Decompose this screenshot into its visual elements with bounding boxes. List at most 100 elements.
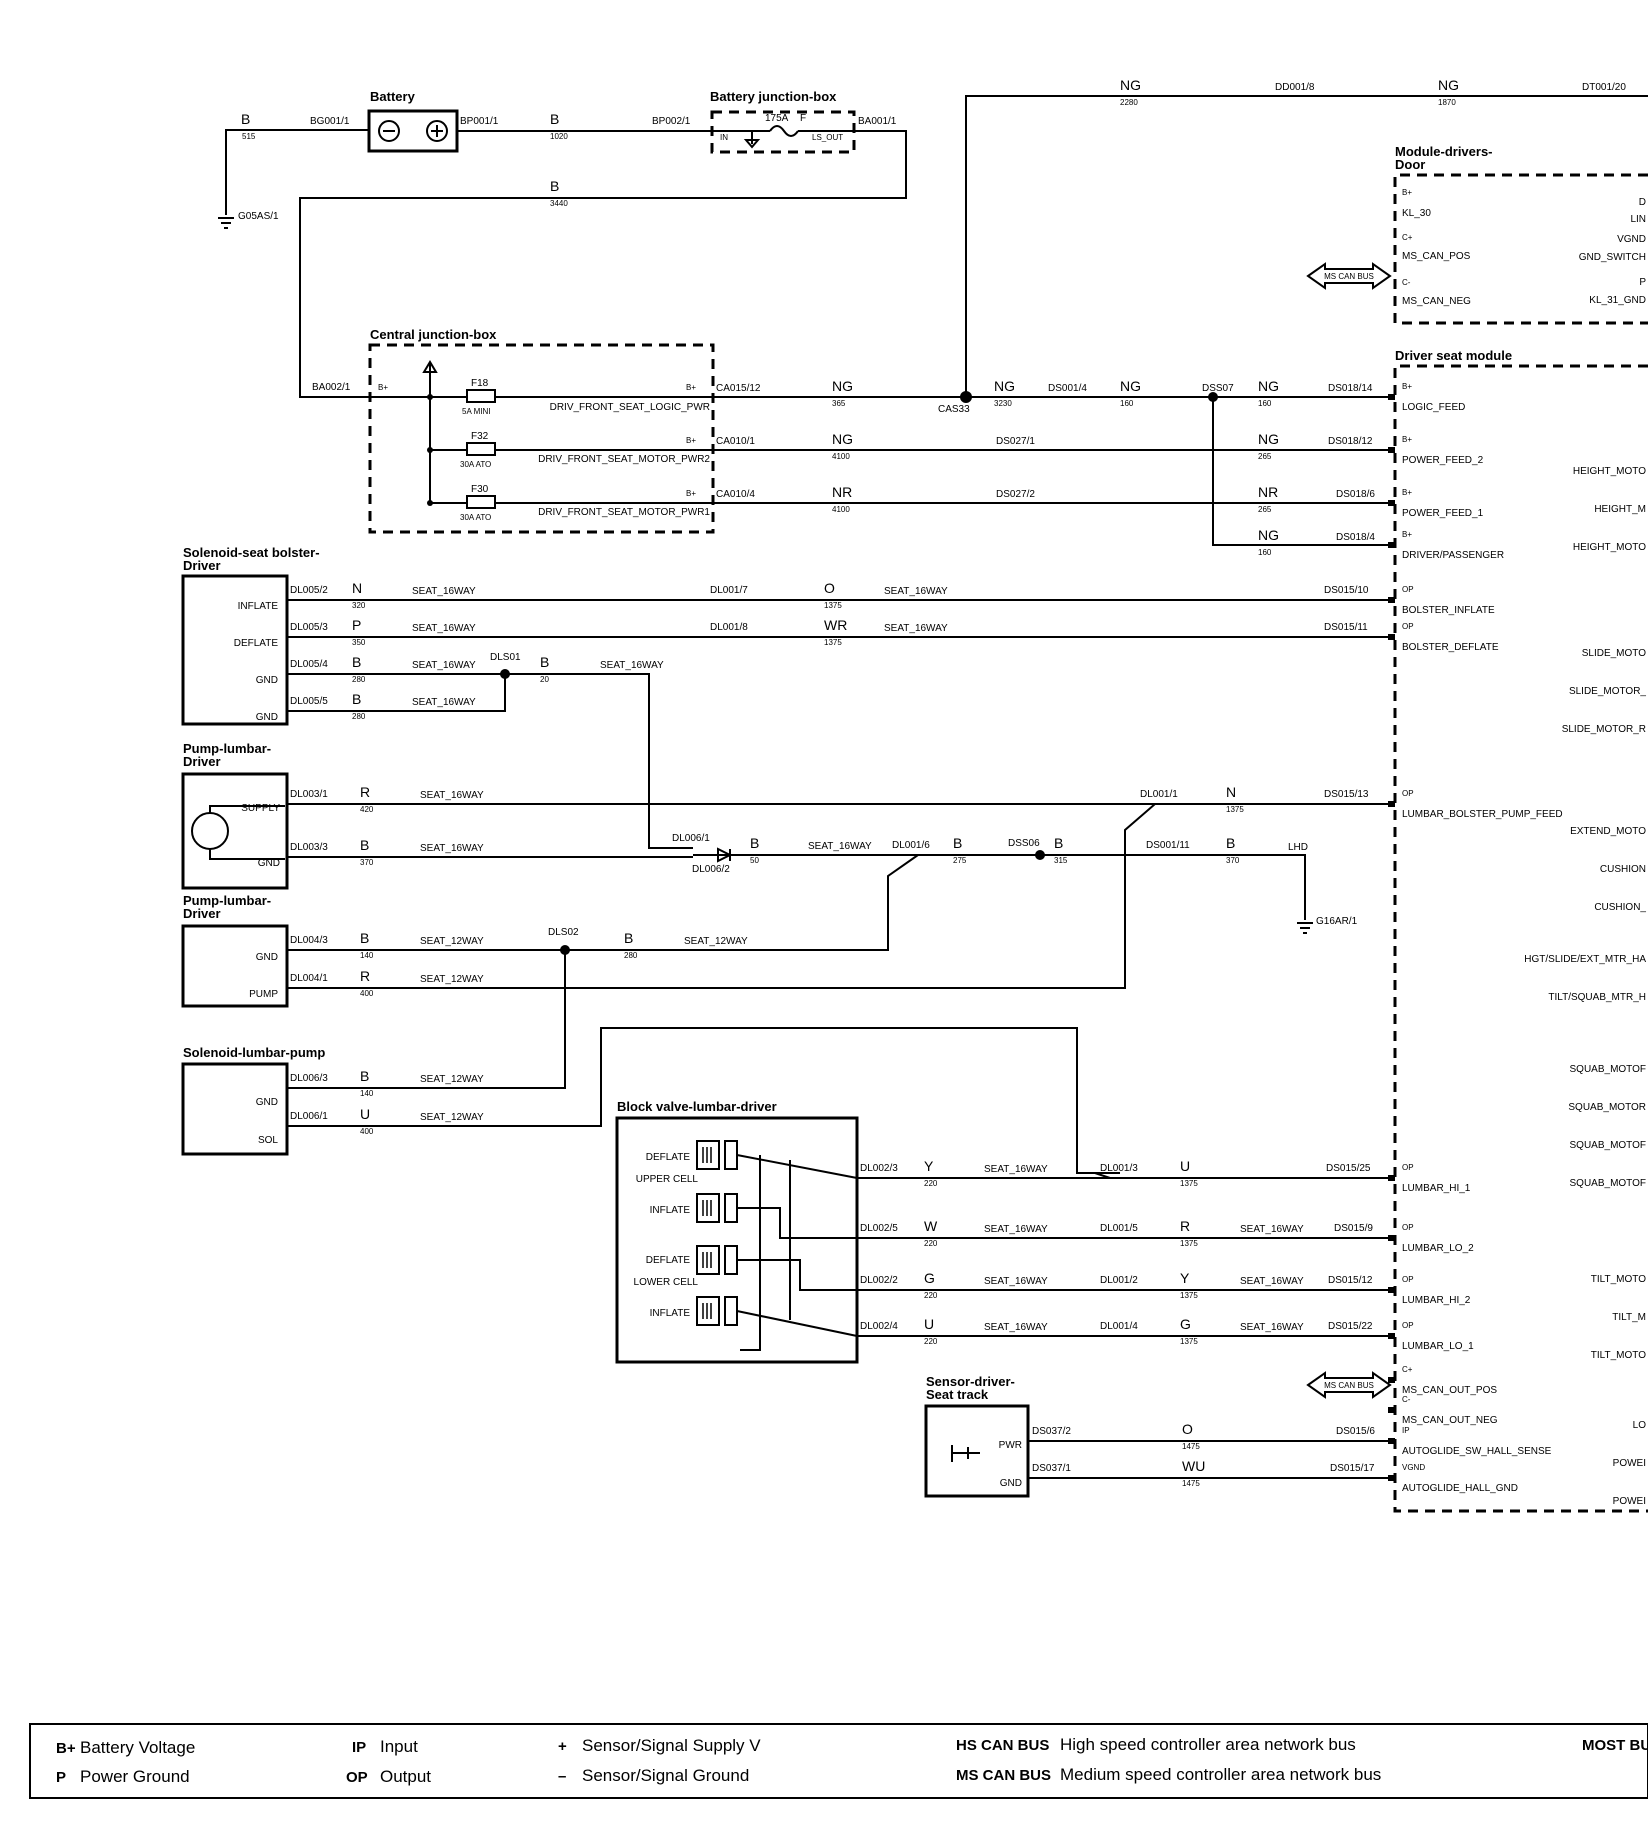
- fuse-id: F18: [471, 378, 489, 389]
- battery-box[interactable]: [367, 109, 459, 153]
- seat-right-pin-label: HGT/SLIDE/EXT_MTR_HA: [1524, 954, 1646, 965]
- connector-label: DL003/1: [290, 789, 328, 800]
- connector-label: DS015/10: [1324, 585, 1369, 596]
- component-title: Pump-lumbar-: [183, 893, 271, 908]
- seat-pin-type: IP: [1402, 1426, 1410, 1435]
- wire-color: NG: [1120, 77, 1141, 93]
- wire-battery-ground[interactable]: [225, 129, 368, 215]
- wire-color: B: [953, 835, 962, 851]
- connector-label: DSS06: [1008, 838, 1040, 849]
- wire-color: Y: [924, 1158, 934, 1174]
- wire-color: U: [360, 1106, 370, 1122]
- wire-color: NG: [1258, 378, 1279, 394]
- wire-size: 140: [360, 1089, 374, 1098]
- valve-coil-icon: [696, 1245, 720, 1275]
- wire-size: 1375: [824, 638, 842, 647]
- diode-icon: [717, 847, 733, 863]
- connector-label: DL001/2: [1100, 1275, 1138, 1286]
- harness-label: SEAT_12WAY: [420, 1112, 484, 1123]
- harness-label: SEAT_16WAY: [1240, 1224, 1304, 1235]
- wire-ground-g16ar[interactable]: [693, 854, 1306, 920]
- fuse-label: F: [800, 113, 806, 124]
- seat-pin-name: LUMBAR_HI_1: [1402, 1183, 1471, 1194]
- wire-ng-top[interactable]: [965, 95, 1648, 397]
- wire-size: 265: [1258, 505, 1272, 514]
- valve-internal-wire: [737, 1259, 857, 1291]
- wire-size: 515: [242, 132, 256, 141]
- can-bus-arrow-icon: [1306, 1371, 1392, 1399]
- pin-label: GND: [256, 712, 278, 723]
- pin-label: GND: [256, 1097, 278, 1108]
- fuse-id: F32: [471, 431, 489, 442]
- pin-label: SOL: [258, 1135, 278, 1146]
- legend-text: Power Ground: [80, 1767, 190, 1786]
- wire-size: 1375: [1180, 1337, 1198, 1346]
- wire-size: 160: [1258, 399, 1272, 408]
- seat-pin-type: OP: [1402, 1321, 1414, 1330]
- connector-label: DS015/13: [1324, 789, 1369, 800]
- pin-label: VGND: [1617, 234, 1646, 245]
- wire-color: N: [1226, 784, 1236, 800]
- legend-text: Input: [380, 1737, 418, 1756]
- connector-label: DLS01: [490, 652, 521, 663]
- component-title: Driver: [183, 754, 221, 769]
- door-module[interactable]: [1393, 173, 1648, 325]
- wire-size: 20: [540, 675, 549, 684]
- seat-pin-name: MS_CAN_OUT_NEG: [1402, 1415, 1498, 1426]
- pump-lumbar-1-box[interactable]: [181, 772, 289, 890]
- wire-color: NG: [994, 378, 1015, 394]
- connector-label: BA001/1: [858, 116, 897, 127]
- seat-pin-name: LUMBAR_LO_1: [1402, 1341, 1474, 1352]
- connector-label: DS001/11: [1146, 840, 1190, 851]
- legend-code: MOST BU: [1582, 1737, 1648, 1754]
- wire-dls02-down[interactable]: [287, 950, 566, 1089]
- solenoid-lumbar-pump-box[interactable]: [181, 1062, 289, 1156]
- pump-lumbar-2-box[interactable]: [181, 924, 289, 1008]
- seat-right-pin-label: TILT_MOTO: [1591, 1274, 1646, 1285]
- wire-bolster-ground-return[interactable]: [505, 673, 693, 849]
- component-title: Pump-lumbar-: [183, 741, 271, 756]
- wire-dl001-6-branch[interactable]: [565, 854, 919, 951]
- harness-label: SEAT_12WAY: [684, 936, 748, 947]
- pin-label: INFLATE: [650, 1308, 691, 1319]
- circuit-label: DRIV_FRONT_SEAT_MOTOR_PWR2: [538, 454, 710, 465]
- driver-seat-module[interactable]: [1393, 364, 1648, 1513]
- wire-dl001-3-branch[interactable]: [1077, 1172, 1111, 1179]
- sensor-seat-track-box[interactable]: [924, 1404, 1030, 1498]
- connector-label: DD001/8: [1275, 82, 1315, 93]
- wire-bolster-gnd2[interactable]: [287, 674, 506, 712]
- connector-label: DS018/4: [1336, 532, 1375, 543]
- seat-right-pin-label: SQUAB_MOTOF: [1570, 1178, 1647, 1189]
- legend-text: Sensor/Signal Ground: [582, 1766, 749, 1785]
- wire-driver-passenger[interactable]: [1212, 397, 1395, 546]
- connector-label: DS018/12: [1328, 436, 1373, 447]
- wire-b-3440[interactable]: [299, 130, 907, 398]
- connector-label: DL001/1: [1140, 789, 1178, 800]
- block-valve-box[interactable]: [615, 1116, 859, 1364]
- solenoid-bolster-box[interactable]: [181, 574, 289, 726]
- door-module-title: Door: [1395, 157, 1425, 172]
- pin-label: B+: [1402, 188, 1412, 197]
- battery-title: Battery: [370, 89, 416, 104]
- wire-color: B: [360, 1068, 369, 1084]
- connector-label: DL005/2: [290, 585, 328, 596]
- central-jbox[interactable]: [368, 343, 715, 534]
- connector-label: DS015/6: [1336, 1426, 1375, 1437]
- connector-label: DL004/3: [290, 935, 328, 946]
- connector-label: DS018/6: [1336, 489, 1375, 500]
- wire-size: 400: [360, 989, 374, 998]
- connector-label: DL006/1: [672, 833, 710, 844]
- wire-size: 320: [352, 601, 366, 610]
- seat-pin-type: C+: [1402, 1365, 1413, 1374]
- splice-dss07: [1208, 392, 1218, 402]
- wire-size: 1375: [1180, 1239, 1198, 1248]
- wire-dl001-1-branch[interactable]: [287, 803, 1156, 989]
- connector-label: DS015/22: [1328, 1321, 1373, 1332]
- pin-label: C-: [1402, 278, 1411, 287]
- seat-pin-type: B+: [1402, 382, 1412, 391]
- pin-label: IN: [720, 133, 728, 142]
- wire-color: B: [241, 111, 250, 127]
- valve-coil-icon: [696, 1193, 720, 1223]
- pin-label: LOWER CELL: [634, 1277, 699, 1288]
- splice-dls01: [500, 669, 510, 679]
